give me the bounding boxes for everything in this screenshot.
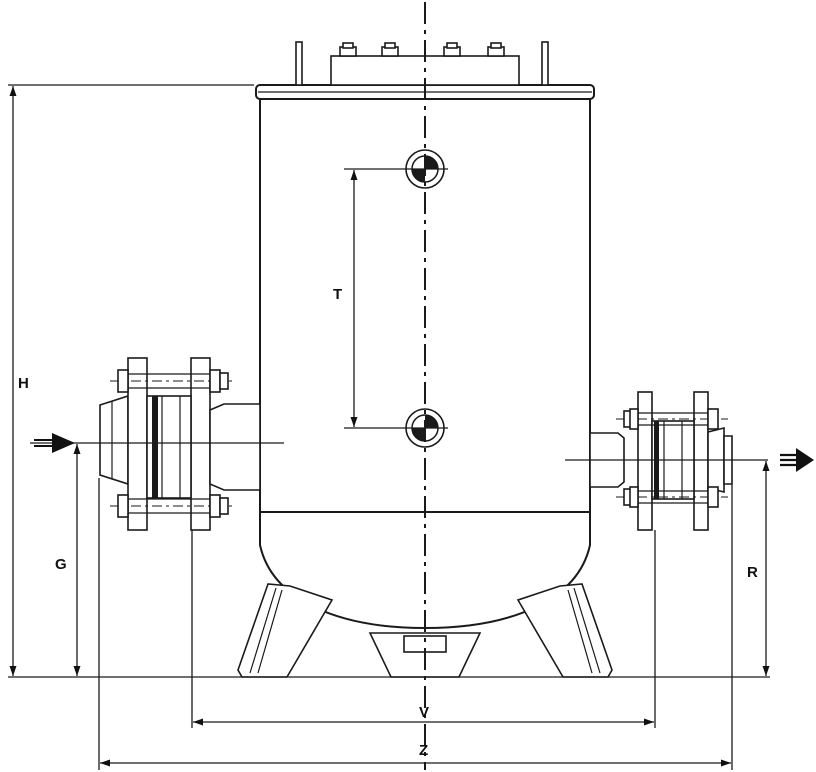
support-leg-left — [237, 583, 334, 678]
label-V: V — [419, 704, 429, 721]
label-H: H — [18, 375, 29, 392]
outlet-flange-assembly — [589, 391, 733, 531]
label-Z: Z — [419, 742, 428, 759]
support-leg-right — [516, 583, 613, 678]
label-R: R — [747, 564, 758, 581]
inlet-arrow-icon — [34, 433, 75, 453]
cover-bolts — [339, 42, 505, 57]
label-G: G — [55, 556, 67, 573]
manhole-cover — [295, 41, 549, 86]
label-T: T — [333, 286, 342, 303]
outlet-double-arrow-icon — [780, 448, 814, 472]
inlet-flange-assembly — [99, 357, 261, 531]
lifting-lug-right — [541, 41, 549, 86]
lifting-lug-left — [295, 41, 303, 86]
dimension-lines — [8, 84, 770, 770]
